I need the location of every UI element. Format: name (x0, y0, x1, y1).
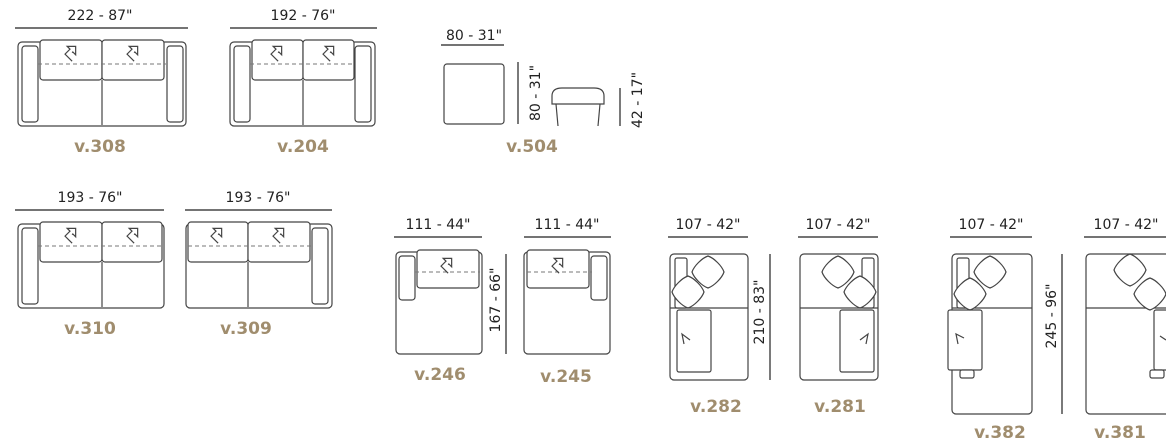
width-dimension: 107 - 42" (676, 217, 741, 233)
model-code: v.245 (540, 367, 592, 387)
sofa-v204: 192 - 76" v.204 (229, 8, 377, 157)
model-code: v.309 (220, 319, 272, 339)
width-dimension: 222 - 87" (68, 8, 133, 24)
ottoman-v504: 80 - 31" 80 - 31" 42 - 17" v.504 (441, 28, 646, 157)
model-code: v.281 (814, 397, 866, 417)
sofa-v308: 222 - 87" v.308 (15, 8, 188, 157)
depth-dimension: 245 - 96" (1044, 284, 1060, 349)
model-code: v.382 (974, 423, 1026, 443)
width-dimension: 111 - 44" (535, 217, 600, 233)
depth-dimension: 210 - 83" (752, 280, 768, 345)
height-dimension: 42 - 17" (630, 72, 646, 128)
corner-v282: 107 - 42" 210 - 83" v.282 (668, 217, 771, 417)
width-dimension: 192 - 76" (271, 8, 336, 24)
width-dimension: 107 - 42" (806, 217, 871, 233)
sofa-v310: 193 - 76" v.310 (15, 190, 165, 339)
width-dimension: 107 - 42" (1094, 217, 1159, 233)
depth-dimension: 167 - 66" (488, 268, 504, 333)
depth-dimension: 80 - 31" (528, 65, 544, 121)
width-dimension: 193 - 76" (58, 190, 123, 206)
corner-v281: 107 - 42" v.281 (798, 217, 879, 417)
model-code: v.282 (690, 397, 742, 417)
width-dimension: 107 - 42" (959, 217, 1024, 233)
width-dimension: 111 - 44" (406, 217, 471, 233)
width-dimension: 80 - 31" (446, 28, 502, 44)
model-code: v.381 (1094, 423, 1146, 443)
sofa-v309: 193 - 76" v.309 (185, 190, 333, 339)
corner-v381: 107 - 42" v.381 (1084, 217, 1166, 443)
chaise-v245: 111 - 44" v.245 (523, 217, 611, 387)
model-code: v.310 (64, 319, 116, 339)
model-code: v.204 (277, 137, 329, 157)
chaise-v246: 111 - 44" 167 - 66" v.246 (394, 217, 507, 385)
corner-v382: 107 - 42" 245 - 96" v.382 (947, 217, 1063, 443)
model-code: v.308 (74, 137, 126, 157)
model-code: v.504 (506, 137, 558, 157)
width-dimension: 193 - 76" (226, 190, 291, 206)
model-code: v.246 (414, 365, 466, 385)
